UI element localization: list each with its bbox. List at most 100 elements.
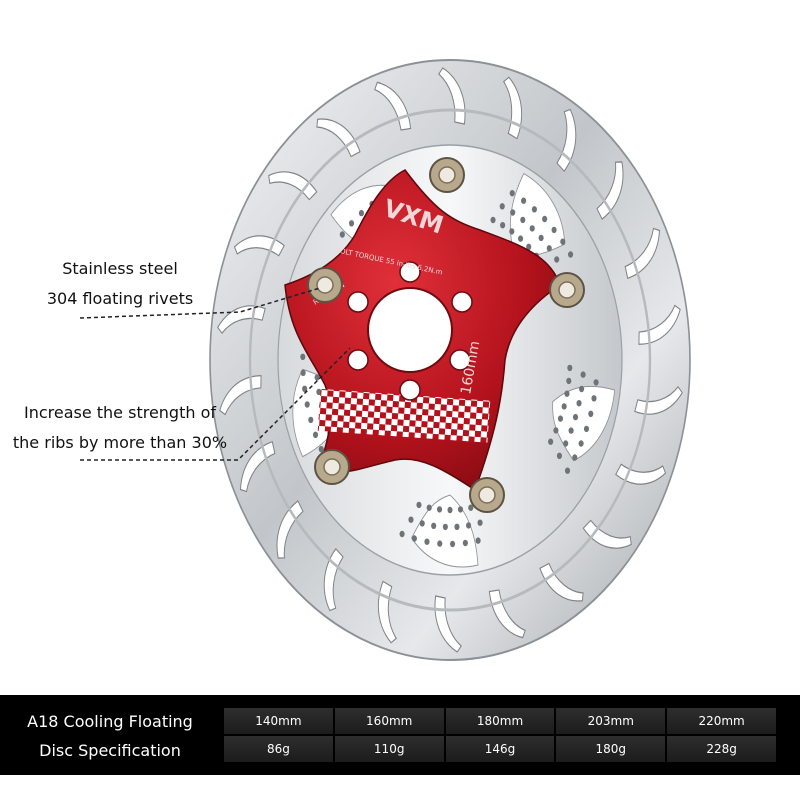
- callout-ribs: Increase the strength of the ribs by mor…: [2, 398, 238, 458]
- vent-hole: [520, 216, 526, 224]
- vent-hole: [468, 504, 474, 511]
- vent-hole: [318, 446, 324, 453]
- vent-hole: [316, 388, 322, 396]
- callout-ribs-line2: the ribs by more than 30%: [12, 433, 228, 452]
- vent-hole: [416, 501, 422, 509]
- spec-weight-cell: 228g: [667, 736, 776, 762]
- cooling-slot: [556, 108, 577, 173]
- vent-hole: [308, 416, 314, 424]
- vent-hole: [554, 256, 560, 263]
- rotor-brake-track: [248, 108, 652, 612]
- vent-hole: [510, 209, 516, 216]
- spider-bolt-holes: [347, 261, 473, 401]
- spec-weight-cell: 86g: [224, 736, 333, 762]
- callout-ribs-line1: Increase the strength of: [23, 403, 217, 422]
- cooling-slot: [268, 171, 318, 201]
- vent-hole: [546, 245, 552, 252]
- vent-hole: [408, 516, 414, 523]
- vent-hole: [564, 390, 570, 397]
- vent-hole: [542, 215, 548, 223]
- vent-hole: [457, 506, 464, 513]
- spec-row-weights: 86g 110g 146g 180g 228g: [224, 736, 776, 762]
- spider-center-bore: [367, 287, 453, 373]
- cooling-slot: [624, 227, 661, 280]
- callout-rivets: Stainless steel 304 floating rivets: [40, 254, 200, 314]
- spec-row-sizes: 140mm 160mm 180mm 203mm 220mm: [224, 708, 776, 734]
- red-spider-carrier: VXM BOLT TORQUE 55 in-lbs 6.2N.m ROTATIO…: [284, 169, 561, 492]
- spec-weight-cell: 180g: [556, 736, 666, 762]
- vent-hole: [538, 234, 544, 242]
- vent-hole: [424, 538, 430, 545]
- vent-hole: [499, 203, 505, 210]
- cooling-slot: [316, 118, 361, 158]
- vent-hole: [553, 427, 559, 434]
- vent-hole: [450, 540, 456, 548]
- rivet: [314, 449, 350, 485]
- callout-leader-ribs: [80, 347, 351, 461]
- vent-hole: [556, 452, 562, 459]
- vent-hole: [399, 530, 405, 538]
- vent-hole: [583, 425, 590, 433]
- vent-hole: [593, 379, 599, 386]
- vent-hole: [426, 504, 432, 511]
- cooling-slot: [615, 463, 667, 485]
- vent-hole: [561, 403, 567, 410]
- spec-band: A18 Cooling Floating Disc Specification …: [0, 695, 800, 775]
- vent-hole: [572, 454, 578, 461]
- vent-hole: [500, 222, 506, 229]
- vent-hole: [312, 431, 319, 438]
- vent-hole: [580, 371, 586, 378]
- cooling-slot: [582, 519, 632, 549]
- spec-weight-cell: 146g: [445, 736, 555, 762]
- vent-hole: [578, 440, 584, 447]
- vent-hole: [302, 385, 308, 392]
- vent-hole: [591, 395, 597, 402]
- cooling-slot: [323, 547, 344, 612]
- vent-hole: [454, 523, 460, 530]
- vent-hole: [419, 520, 425, 527]
- spec-size-cell: 180mm: [445, 708, 555, 734]
- rivet: [549, 272, 585, 308]
- vent-hole: [548, 438, 554, 445]
- vent-hole: [563, 440, 569, 447]
- cooling-slot: [596, 161, 624, 220]
- rivet: [469, 477, 505, 513]
- vent-hole: [572, 413, 579, 421]
- vent-hole: [526, 243, 532, 250]
- vent-hole: [437, 540, 443, 547]
- vent-hole: [560, 238, 566, 245]
- vent-hole: [358, 209, 364, 217]
- vent-hole: [564, 467, 571, 474]
- vent-hole: [436, 506, 443, 513]
- brake-rotor-photo: VXM BOLT TORQUE 55 in-lbs 6.2N.m ROTATIO…: [79, 59, 691, 661]
- spec-title: A18 Cooling Floating Disc Specification: [10, 707, 210, 765]
- vent-hole: [304, 401, 310, 408]
- vent-hole: [551, 226, 557, 234]
- vent-hole: [442, 523, 448, 531]
- spec-weight-cell: 110g: [334, 736, 444, 762]
- rivet: [307, 267, 343, 303]
- vent-hole: [466, 522, 472, 529]
- vent-hole: [314, 374, 320, 381]
- rivet: [429, 157, 465, 193]
- vent-hole: [521, 197, 527, 204]
- spec-title-line1: A18 Cooling Floating: [27, 712, 193, 731]
- vent-hole: [475, 537, 481, 544]
- vent-hole: [567, 364, 573, 372]
- vent-hole: [348, 220, 355, 227]
- spec-size-cell: 203mm: [556, 708, 666, 734]
- floating-rivets: [307, 157, 585, 513]
- callout-rivets-line1: Stainless steel: [62, 259, 178, 278]
- vent-hole: [568, 251, 574, 258]
- vent-hole: [431, 522, 437, 529]
- spec-table: 140mm 160mm 180mm 203mm 220mm 86g 110g 1…: [222, 706, 778, 764]
- cooling-slot: [276, 500, 304, 559]
- vent-hole: [557, 415, 564, 422]
- spec-title-line2: Disc Specification: [39, 741, 181, 760]
- vent-hole: [518, 235, 524, 242]
- vent-hole: [477, 519, 483, 526]
- spec-size-cell: 220mm: [667, 708, 776, 734]
- vent-hole: [339, 231, 345, 238]
- vent-hole: [300, 369, 306, 376]
- cooling-slot: [239, 440, 276, 493]
